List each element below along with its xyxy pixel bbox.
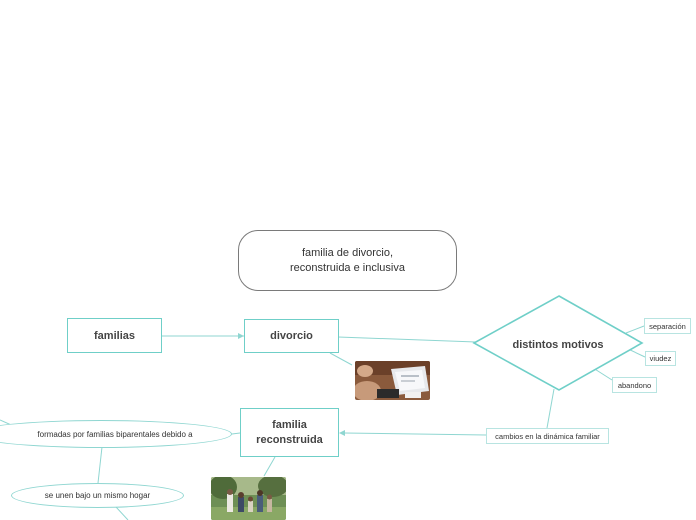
node-distintos-motivos-label: distintos motivos xyxy=(512,339,604,351)
node-abandono[interactable]: abandono xyxy=(612,377,657,393)
node-se-unen-label: se unen bajo un mismo hogar xyxy=(44,491,151,500)
node-familia-reconstruida[interactable]: familia reconstruida xyxy=(240,408,339,457)
connector-cambios-reconstruida xyxy=(343,432,487,436)
connector-divorcio-motivos xyxy=(337,336,477,343)
node-distintos-motivos[interactable]: distintos motivos xyxy=(474,335,642,355)
connector-divorcio-photo xyxy=(329,352,353,366)
connector-motivos-separacion xyxy=(625,325,645,334)
node-cambios-label: cambios en la dinámica familiar xyxy=(495,431,600,441)
node-formadas-label: formadas por familias biparentales debid… xyxy=(37,429,193,439)
family-park-photo-art xyxy=(211,477,286,520)
arrow-divorcio xyxy=(238,333,244,339)
node-familia-reconstruida-label: familia reconstruida xyxy=(256,418,323,446)
node-formadas[interactable]: formadas por familias biparentales debid… xyxy=(0,420,232,448)
connector-reconstruida-formadas xyxy=(231,432,241,435)
node-familias[interactable]: familias xyxy=(67,318,162,353)
connector-reconstruida-photo xyxy=(263,456,276,477)
node-cambios[interactable]: cambios en la dinámica familiar xyxy=(486,428,609,444)
node-viudez-label: viudez xyxy=(649,354,672,363)
node-separacion-label: separación xyxy=(649,321,686,331)
laptop-contract-photo xyxy=(355,361,430,400)
connector-motivos-cambios xyxy=(546,388,555,429)
node-divorcio[interactable]: divorcio xyxy=(244,319,339,353)
title-node[interactable]: familia de divorcio, reconstruida e incl… xyxy=(238,230,457,291)
node-separacion[interactable]: separación xyxy=(644,318,691,334)
title-text: familia de divorcio, reconstruida e incl… xyxy=(290,246,405,274)
node-viudez[interactable]: viudez xyxy=(645,351,676,366)
diamond-distintos-motivos-shape xyxy=(472,295,644,391)
node-se-unen[interactable]: se unen bajo un mismo hogar xyxy=(11,483,184,508)
node-familias-label: familias xyxy=(94,329,135,342)
node-divorcio-label: divorcio xyxy=(270,330,313,342)
connector-seunen-down xyxy=(115,506,129,520)
node-abandono-label: abandono xyxy=(617,380,652,390)
arrow-reconstruida xyxy=(339,430,345,436)
connector-formadas-seunen xyxy=(97,446,103,484)
laptop-contract-photo-art xyxy=(355,361,430,400)
family-park-photo xyxy=(211,477,286,520)
